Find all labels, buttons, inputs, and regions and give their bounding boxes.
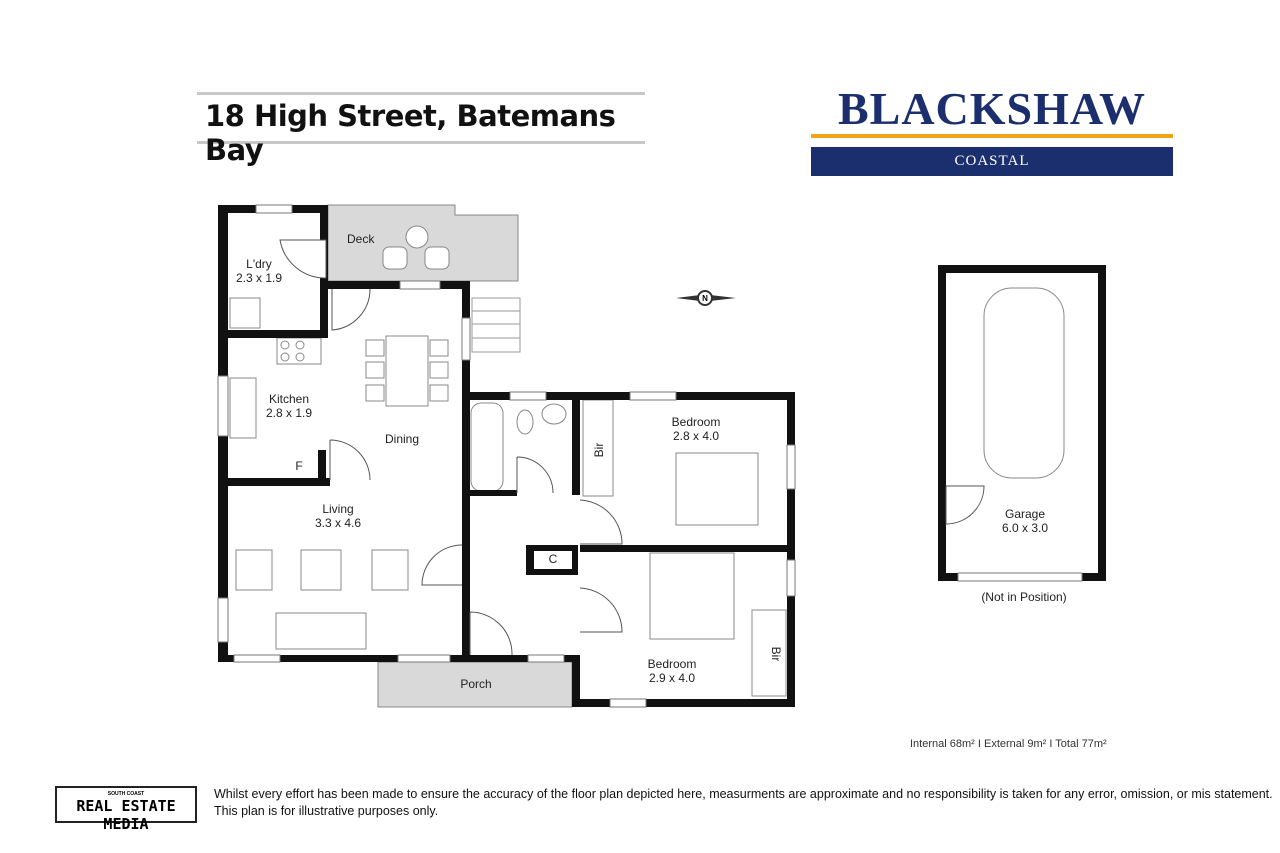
porch-label: Porch — [460, 677, 491, 691]
brand-name: BLACKSHAW — [837, 83, 1147, 134]
laundry-label: L'dry — [246, 257, 272, 271]
brand-sub: COASTAL — [811, 147, 1173, 176]
kitchen-label: Kitchen — [269, 392, 309, 406]
bedroom2-size: 2.9 x 4.0 — [649, 671, 695, 685]
dining-label: Dining — [385, 432, 419, 446]
stairs — [471, 297, 521, 353]
bedroom1-label: Bedroom — [672, 415, 721, 429]
brand-logo: BLACKSHAW COASTAL — [811, 86, 1173, 176]
cupboard-label: C — [549, 552, 558, 566]
disclaimer: Whilst every effort has been made to ens… — [214, 786, 1273, 820]
laundry-size: 2.3 x 1.9 — [236, 271, 282, 285]
disclaimer-line1: Whilst every effort has been made to ens… — [214, 787, 1273, 801]
bedroom2-label: Bedroom — [648, 657, 697, 671]
porch-area — [377, 661, 573, 708]
address-title: 18 High Street, Batemans Bay — [197, 92, 645, 167]
living-size: 3.3 x 4.6 — [315, 516, 361, 530]
brand-rule — [811, 134, 1173, 138]
area-summary: Internal 68m² I External 9m² I Total 77m… — [910, 738, 1107, 750]
windows — [217, 204, 1083, 708]
garage-label: Garage — [1005, 507, 1045, 521]
bedroom1-size: 2.8 x 4.0 — [673, 429, 719, 443]
deck-label: Deck — [347, 232, 375, 246]
living-label: Living — [322, 502, 353, 516]
kitchen-size: 2.8 x 1.9 — [266, 406, 312, 420]
garage-size: 6.0 x 3.0 — [1002, 521, 1048, 535]
rem-logo-small: SOUTH COAST — [107, 791, 145, 797]
bedroom1-bir: Bir — [592, 443, 606, 458]
north-arrow-icon: N — [676, 290, 736, 306]
bedroom2-bir: Bir — [769, 647, 783, 662]
compass-letter: N — [702, 294, 708, 303]
address-text: 18 High Street, Batemans Bay — [205, 99, 616, 167]
fridge-label: F — [295, 459, 302, 473]
doors — [279, 239, 985, 656]
rem-logo: SOUTH COAST REAL ESTATE MEDIA — [55, 786, 197, 833]
rem-logo-big: REAL ESTATE MEDIA — [76, 797, 176, 833]
furniture — [229, 225, 1065, 697]
garage-note: (Not in Position) — [981, 590, 1066, 604]
disclaimer-line2: This plan is for illustrative purposes o… — [214, 804, 439, 818]
